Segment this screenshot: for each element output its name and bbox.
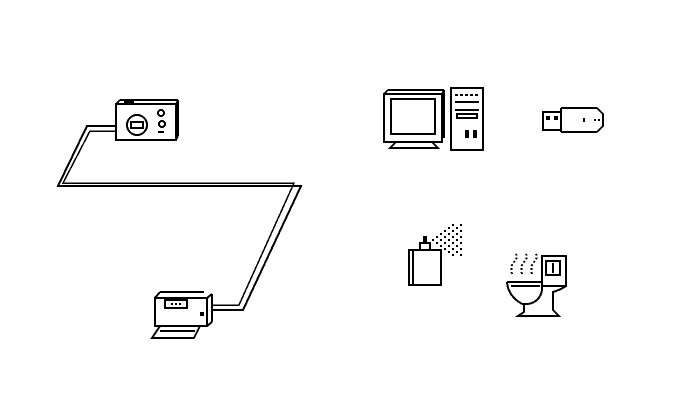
spray-bottle-icon: [408, 224, 462, 286]
desktop-computer-icon: [383, 87, 484, 151]
toilet-icon: [506, 253, 567, 317]
printer-icon: [150, 291, 213, 339]
usb-flash-drive-icon: [542, 107, 604, 133]
usb-cable-icon: [56, 125, 303, 311]
digital-camera-icon: [115, 99, 179, 141]
